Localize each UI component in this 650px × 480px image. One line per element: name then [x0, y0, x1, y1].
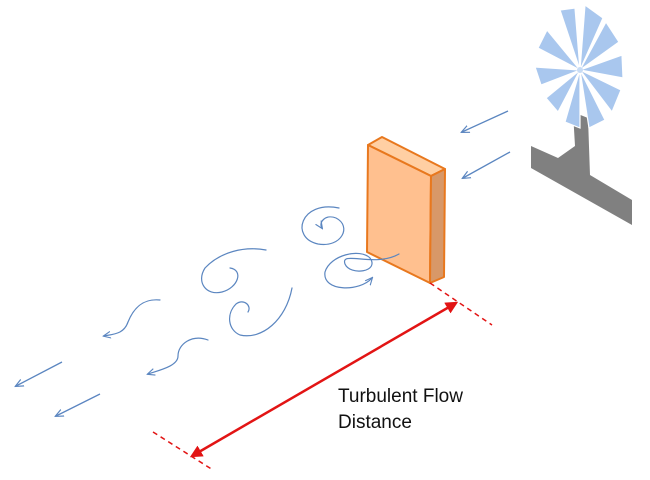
- distance-arrow: [192, 303, 456, 456]
- distance-label-line-2: Distance: [338, 412, 412, 434]
- eddy-swirl: [202, 249, 266, 293]
- turbulent-eddies: [104, 207, 399, 374]
- building-icon: [367, 137, 445, 283]
- eddy-swirl: [325, 253, 399, 287]
- wind-arrow: [56, 394, 100, 416]
- incoming-wind-arrows: [462, 111, 510, 178]
- wind-turbine-icon: [531, 5, 632, 225]
- eddy-swirl: [302, 207, 344, 245]
- eddy-swirl: [148, 338, 208, 374]
- eddy-swirl: [230, 288, 292, 336]
- building-side: [430, 169, 445, 283]
- wind-arrow: [463, 152, 510, 178]
- distance-dimension: [153, 283, 492, 470]
- extension-line-end: [153, 432, 213, 470]
- outgoing-wind-arrows: [16, 362, 100, 416]
- wind-arrow: [16, 362, 62, 386]
- turbine-base: [531, 112, 632, 225]
- turbine-blades: [535, 5, 623, 128]
- turbine-hub: [577, 67, 583, 73]
- wind-arrow: [462, 111, 508, 132]
- distance-label-line-1: Turbulent Flow: [338, 386, 463, 408]
- eddy-swirl: [104, 300, 160, 336]
- extension-line-building: [430, 283, 492, 325]
